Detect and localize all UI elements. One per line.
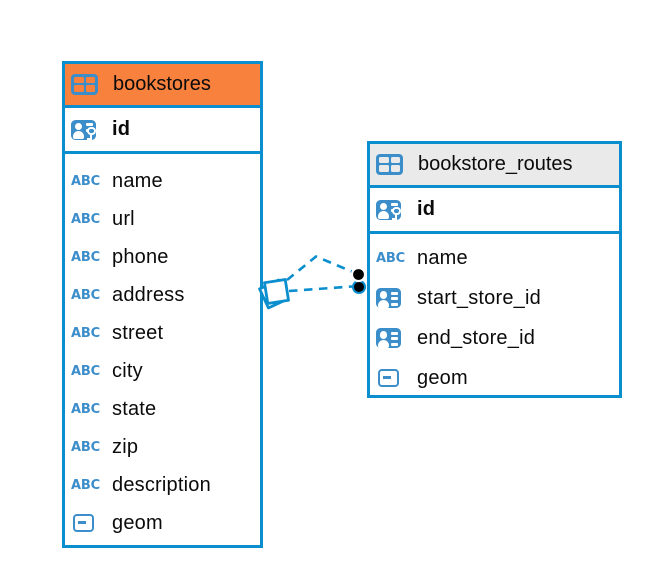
column-name: state [112, 397, 157, 420]
column-name: geom [112, 511, 163, 534]
text-type-icon: ABC [71, 249, 100, 265]
table-icon [71, 74, 104, 95]
column-row-id[interactable]: id [370, 188, 619, 234]
column-name: start_store_id [417, 286, 541, 309]
relation-line-start-store[interactable] [286, 255, 354, 282]
reference-key-icon [376, 328, 409, 348]
relation-line-end-store[interactable] [288, 285, 353, 293]
column-row-address[interactable]: ABC address [65, 276, 260, 314]
column-name: end_store_id [417, 326, 536, 349]
column-row-geom[interactable]: geom [65, 504, 260, 542]
table-icon [376, 154, 409, 175]
primary-key-icon [71, 119, 104, 142]
relation-source-diamond-marker[interactable] [258, 278, 290, 310]
column-row-start_store_id[interactable]: start_store_id [370, 278, 619, 318]
text-type-icon: ABC [71, 287, 100, 303]
column-name: url [112, 207, 135, 230]
column-name: address [112, 283, 185, 306]
column-row-end_store_id[interactable]: end_store_id [370, 318, 619, 358]
column-row-phone[interactable]: ABC phone [65, 238, 260, 276]
column-row-zip[interactable]: ABC zip [65, 428, 260, 466]
text-type-icon: ABC [71, 173, 100, 189]
column-row-description[interactable]: ABC description [65, 466, 260, 504]
primary-key-icon [376, 199, 409, 222]
column-row-name[interactable]: ABC name [370, 238, 619, 278]
column-name: id [417, 198, 436, 220]
column-name: name [417, 246, 468, 269]
text-type-icon: ABC [71, 401, 100, 417]
text-type-icon: ABC [376, 250, 405, 266]
column-name: geom [417, 366, 468, 389]
text-type-icon: ABC [71, 477, 100, 493]
column-row-id[interactable]: id [65, 108, 260, 154]
text-type-icon: ABC [71, 439, 100, 455]
table-header[interactable]: bookstore_routes [370, 144, 619, 188]
column-name: city [112, 359, 143, 382]
column-row-url[interactable]: ABC url [65, 200, 260, 238]
column-name: zip [112, 435, 139, 458]
table-title: bookstore_routes [418, 153, 573, 175]
column-row-geom[interactable]: geom [370, 358, 619, 398]
column-name: street [112, 321, 164, 344]
column-name: id [112, 118, 131, 140]
column-row-city[interactable]: ABC city [65, 352, 260, 390]
geometry-type-icon [71, 514, 104, 532]
table-header[interactable]: bookstores [65, 64, 260, 108]
relation-endpoint-dot-upper[interactable] [350, 266, 367, 283]
column-row-street[interactable]: ABC street [65, 314, 260, 352]
text-type-icon: ABC [71, 211, 100, 227]
column-row-state[interactable]: ABC state [65, 390, 260, 428]
column-name: phone [112, 245, 169, 268]
text-type-icon: ABC [71, 363, 100, 379]
reference-key-icon [376, 288, 409, 308]
column-name: name [112, 169, 163, 192]
geometry-type-icon [376, 369, 409, 387]
table-title: bookstores [113, 73, 211, 95]
column-row-name[interactable]: ABC name [65, 162, 260, 200]
text-type-icon: ABC [71, 325, 100, 341]
relation-endpoint-dot-lower[interactable] [352, 280, 366, 294]
column-name: description [112, 473, 211, 496]
